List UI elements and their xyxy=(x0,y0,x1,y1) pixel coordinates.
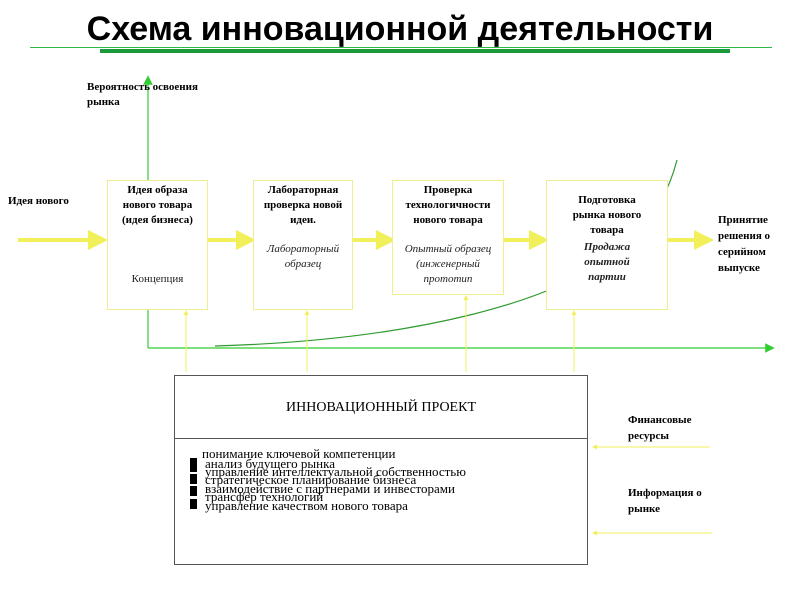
project-divider xyxy=(174,438,588,439)
project-title: ИННОВАЦИОННЫЙ ПРОЕКТ xyxy=(286,400,476,415)
task-item-7: управление качеством нового товара xyxy=(205,498,408,513)
bullet-mark-4 xyxy=(190,499,197,509)
end-label: Принятие решения о серийном выпуске xyxy=(718,214,771,274)
bullet-mark-1 xyxy=(190,458,197,472)
page-title: Схема инновационной деятельности xyxy=(86,10,714,48)
bullet-mark-3 xyxy=(190,486,197,496)
finance-label: Финансовые ресурсы xyxy=(628,414,692,442)
task-item-2: анализ будущего рынка xyxy=(205,456,335,471)
stage-box-market: Подготовка рынка нового товара Продажа о… xyxy=(546,180,668,310)
stage-box-concept: Идея образа нового товара (идея бизнеса)… xyxy=(107,180,208,310)
title-rule xyxy=(30,47,772,48)
start-label: Идея нового xyxy=(8,195,69,207)
task-item-1: понимание ключевой компетенции xyxy=(202,446,396,461)
task-item-5: взаимодействие с партнерами и инвесторам… xyxy=(205,481,455,496)
stage-box-lab: Лабораторная проверка новой идеи. Лабора… xyxy=(253,180,353,310)
task-item-4: стратегическое планирование бизнеса xyxy=(205,472,417,487)
title-underline xyxy=(100,49,730,53)
task-item-6: трансфер технологий xyxy=(205,489,324,504)
market-info-label: Информация о рынке xyxy=(628,487,702,515)
y-axis-label: Вероятность освоения рынка xyxy=(87,81,198,108)
task-item-3: управление интеллектуальной собственност… xyxy=(205,464,466,479)
bullet-mark-2 xyxy=(190,474,197,484)
project-box xyxy=(174,375,588,565)
stage-box-prototype: Проверка технологичности нового товара О… xyxy=(392,180,504,295)
